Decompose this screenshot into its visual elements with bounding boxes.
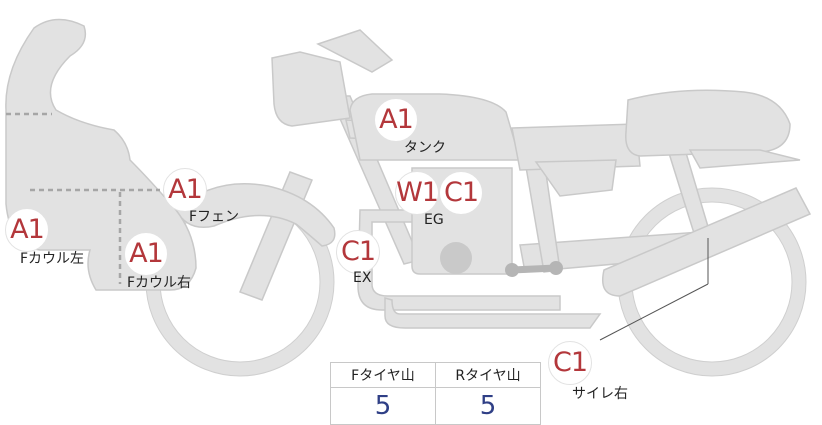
- seat: [625, 89, 791, 157]
- tank-label: タンク: [404, 140, 446, 156]
- engine-label: EG: [424, 212, 444, 228]
- silencer: [602, 187, 812, 297]
- silencer-right-label: サイレ右: [572, 386, 628, 402]
- silencer-right-damage-code: C1: [548, 341, 592, 385]
- exhaust-damage-code: C1: [336, 230, 380, 274]
- rear-tire-tread-header: Rタイヤ山: [435, 362, 541, 388]
- engine-damage-code-1: W1: [395, 171, 439, 215]
- fcowl-left-label: Fカウル左: [20, 251, 85, 267]
- engine-damage-code-2: C1: [439, 171, 483, 215]
- tire-tread-table: Fタイヤ山 Rタイヤ山 5 5: [330, 362, 541, 425]
- ffender-label: Fフェン: [189, 209, 240, 225]
- fcowl-left-damage-code: A1: [5, 208, 49, 252]
- tank-damage-code: A1: [374, 98, 418, 142]
- fcowl-right-damage-code: A1: [124, 232, 168, 276]
- fcowl-right-label: Fカウル右: [127, 275, 192, 291]
- exhaust-pipe: [357, 209, 561, 311]
- front-tire-tread-value: 5: [330, 387, 436, 425]
- rear-tire-tread-value: 5: [435, 387, 541, 425]
- front-tire-tread-header: Fタイヤ山: [330, 362, 436, 388]
- exhaust-label: EX: [353, 270, 372, 286]
- front-fender: [175, 183, 336, 247]
- ffender-damage-code: A1: [163, 168, 207, 212]
